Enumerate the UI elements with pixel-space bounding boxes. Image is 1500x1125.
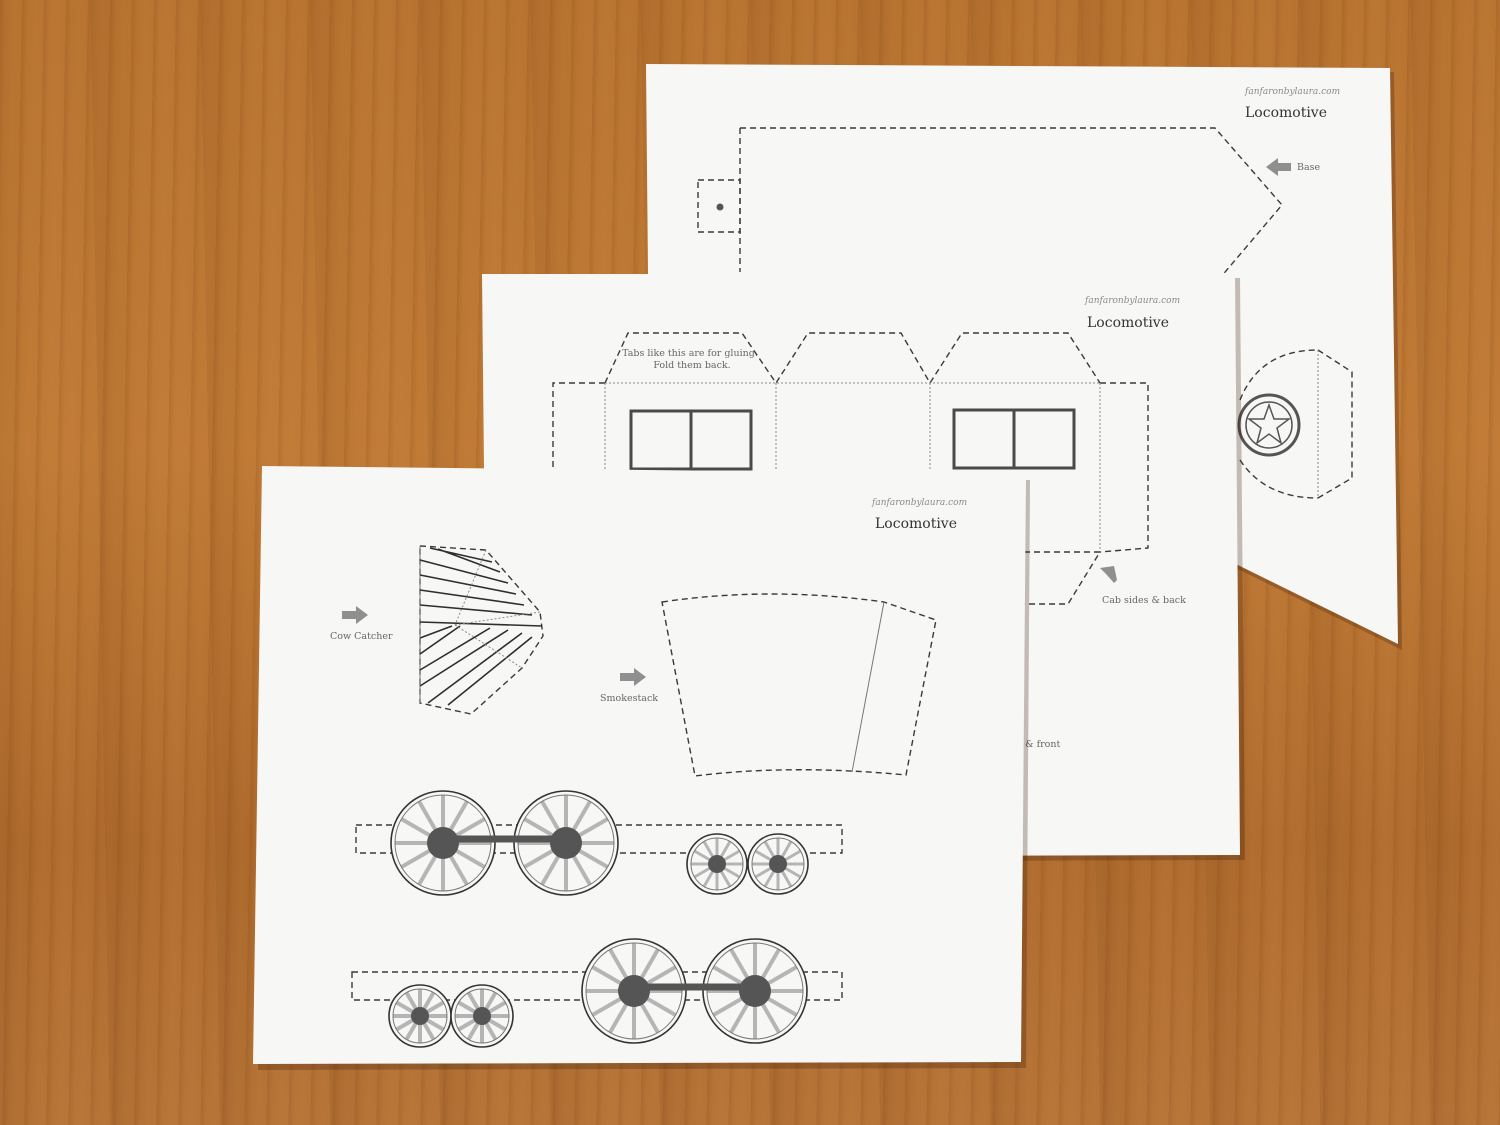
boiler-front-bottom-curve xyxy=(1239,459,1319,499)
cab-right-tab xyxy=(1099,382,1149,553)
smokestack-fold xyxy=(851,601,885,773)
front-sheet: fanfaronbylaura.com Locomotive Cow Catch… xyxy=(253,466,1030,1070)
middle-sheet-title: Locomotive xyxy=(1087,315,1169,331)
partial-label: p & front xyxy=(1016,739,1060,750)
driver-wheel xyxy=(581,938,687,1044)
boiler-front-circle-outer xyxy=(1237,393,1301,457)
front-sheet-site: fanfaronbylaura.com xyxy=(871,498,967,508)
small-wheel xyxy=(747,833,809,895)
cow-catcher-label: Cow Catcher xyxy=(330,631,393,642)
star-icon xyxy=(1246,402,1292,445)
tabs-note-line1: Tabs like this are for gluing. xyxy=(622,348,758,359)
back-sheet-site: fanfaronbylaura.com xyxy=(1244,87,1340,97)
driver-wheel xyxy=(702,938,808,1044)
wheels-lower xyxy=(388,938,808,1048)
front-sheet-title: Locomotive xyxy=(875,516,957,532)
cow-catcher-arrow-icon xyxy=(342,606,368,624)
boiler-front-circle-inner xyxy=(1245,401,1293,449)
cab-left-tab xyxy=(552,382,605,470)
base-arrow-icon xyxy=(1266,158,1291,176)
cow-catcher-outline xyxy=(419,545,544,715)
middle-sheet-site: fanfaronbylaura.com xyxy=(1084,296,1180,306)
small-wheel xyxy=(450,984,514,1048)
small-wheel xyxy=(686,833,748,895)
boiler-front-top-curve xyxy=(1239,349,1319,401)
small-wheel xyxy=(388,984,452,1048)
cab-top-tabs xyxy=(604,332,1101,385)
driver-wheel xyxy=(513,790,619,896)
smokestack-label: Smokestack xyxy=(600,693,658,704)
cow-catcher-piece xyxy=(419,545,544,715)
base-label: Base xyxy=(1297,162,1321,173)
smokestack-arrow-icon xyxy=(620,668,646,686)
wheels-upper xyxy=(390,790,809,896)
cow-catcher-folds xyxy=(454,549,541,669)
front-sheet-paper xyxy=(253,466,1026,1064)
cab-label: Cab sides & back xyxy=(1102,595,1186,606)
back-sheet-title: Locomotive xyxy=(1245,105,1327,121)
tabs-note-line2: Fold them back. xyxy=(653,360,730,371)
cow-catcher-slats xyxy=(419,547,543,706)
smokestack-piece xyxy=(661,593,937,777)
driver-wheel xyxy=(390,790,496,896)
cab-arrow-icon xyxy=(1100,566,1117,583)
boiler-front-outline xyxy=(1317,349,1353,499)
base-piece-outline xyxy=(740,127,1283,279)
base-tab xyxy=(697,179,741,233)
base-hole-dot xyxy=(716,203,724,211)
